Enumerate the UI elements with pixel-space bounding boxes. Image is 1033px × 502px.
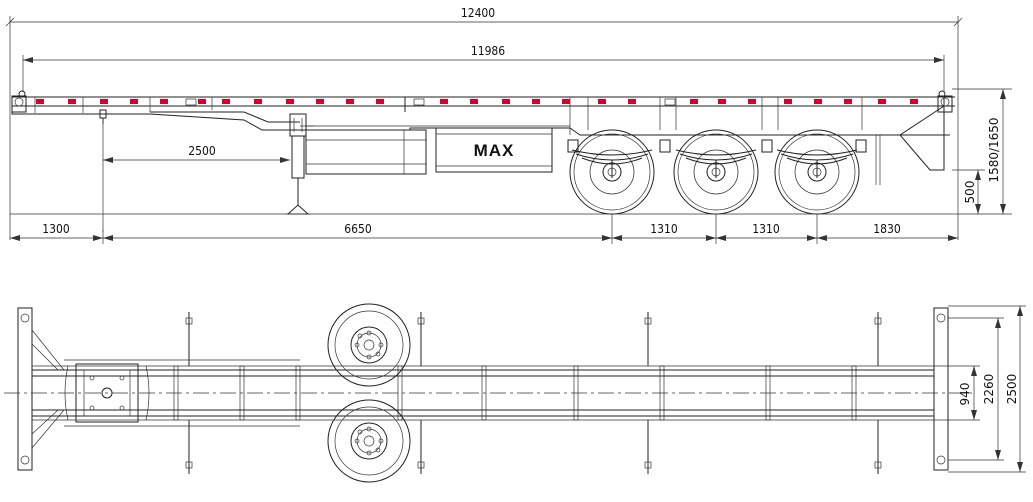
dim-heights: 500 1580/1650 (952, 88, 1012, 215)
rear-frame (899, 90, 953, 171)
dim-label-12400: 12400 (461, 6, 495, 20)
twistlock-outriggers (185, 312, 882, 474)
deck-markers (36, 99, 918, 104)
dim-label-11986: 11986 (471, 44, 505, 58)
dim-bottom-chain: 1300 6650 1310 1310 1830 (10, 214, 958, 244)
dim-deck-length: 11986 (22, 44, 945, 92)
tank-brand-text: MAX (474, 141, 515, 160)
spare-wheel-upper (327, 303, 411, 387)
spare-wheel-lower (327, 399, 411, 483)
dim-label-2260: 2260 (982, 374, 996, 405)
deck-rail (12, 96, 955, 135)
leaf-spring-suspension (567, 135, 881, 185)
side-view: 12400 11986 (5, 6, 1012, 244)
dim-label-1580-1650: 1580/1650 (987, 117, 1001, 182)
kingpin-plate (64, 363, 150, 423)
fuel-tank: MAX (305, 127, 553, 175)
spare-wheels (327, 303, 411, 483)
dim-overall-length: 12400 (5, 6, 963, 240)
dim-label-6650: 6650 (344, 222, 372, 236)
rear-cross-beam (933, 307, 949, 471)
dim-label-1310-a: 1310 (650, 222, 678, 236)
main-rails (32, 359, 934, 427)
dim-label-500: 500 (963, 181, 977, 204)
dim-label-940: 940 (958, 383, 972, 406)
dim-label-1830: 1830 (873, 222, 901, 236)
axle-wheels (569, 129, 860, 215)
top-view: 940 2260 2500 (4, 303, 1026, 483)
dim-widths: 940 2260 2500 (934, 305, 1026, 473)
dim-label-1310-b: 1310 (752, 222, 780, 236)
dim-kingpin-gear: 2500 (102, 118, 290, 232)
dim-label-2500-top: 2500 (1005, 374, 1019, 405)
dim-label-1300: 1300 (42, 222, 70, 236)
cross-members (173, 365, 857, 421)
landing-gear (286, 113, 314, 215)
front-cross-beam (17, 307, 65, 471)
dim-label-2500-side: 2500 (188, 144, 216, 158)
